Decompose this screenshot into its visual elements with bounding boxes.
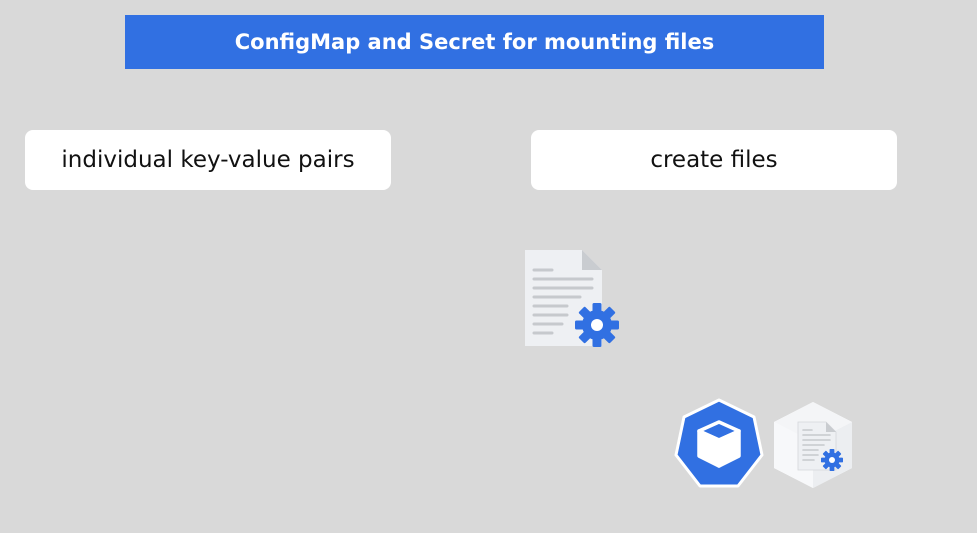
key-value-pairs-label: individual key-value pairs xyxy=(61,147,355,173)
page-title: ConfigMap and Secret for mounting files xyxy=(125,15,824,69)
kubernetes-cube-icon xyxy=(673,398,765,490)
config-package-icon xyxy=(770,400,856,490)
key-value-pairs-card: individual key-value pairs xyxy=(25,130,391,190)
document-gear-icon xyxy=(522,248,622,348)
create-files-card: create files xyxy=(531,130,897,190)
create-files-label: create files xyxy=(650,147,778,173)
